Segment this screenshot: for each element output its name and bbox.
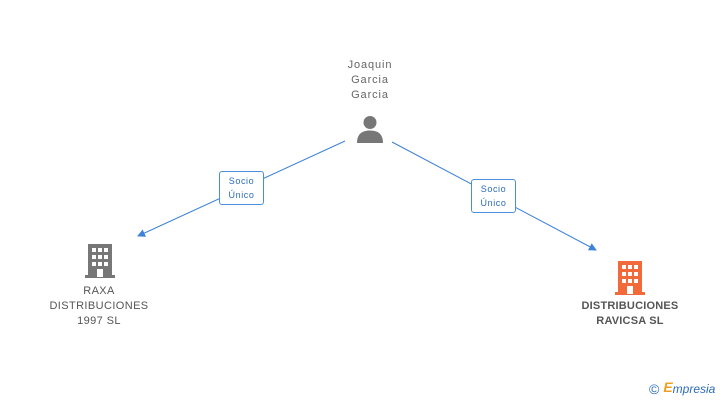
edge-label-line: Único <box>480 198 507 208</box>
edge-label-line: Socio <box>480 184 507 194</box>
company-node-raxa[interactable]: RAXA DISTRIBUCIONES 1997 SL <box>40 284 158 329</box>
edge-label-line: Socio <box>228 176 255 186</box>
company-name-line: RAVICSA SL <box>596 315 664 327</box>
edge-label-socio-unico: Socio Único <box>219 171 264 205</box>
company-name-line: RAXA <box>83 285 115 297</box>
company-name-line: DISTRIBUCIONES <box>581 300 679 312</box>
building-icon[interactable] <box>83 242 117 278</box>
person-icon[interactable] <box>355 114 385 144</box>
brand-name: mpresia <box>672 381 716 396</box>
person-name-line: Garcia <box>351 89 389 101</box>
building-icon[interactable] <box>613 259 647 295</box>
company-node-ravicsa[interactable]: DISTRIBUCIONES RAVICSA SL <box>565 299 695 329</box>
person-name-line: Garcia <box>351 74 389 86</box>
copyright-icon: © <box>649 380 660 397</box>
edge-label-line: Único <box>228 190 255 200</box>
empresia-watermark[interactable]: ©Empresia <box>649 379 715 399</box>
company-name-line: 1997 SL <box>77 315 121 327</box>
brand-e-letter: E <box>663 379 673 395</box>
edge-label-socio-unico: Socio Único <box>471 179 516 213</box>
person-node-joaquin-garcia[interactable]: Joaquin Garcia Garcia <box>318 58 422 103</box>
company-name-line: DISTRIBUCIONES <box>49 300 149 312</box>
person-name-line: Joaquin <box>347 59 393 71</box>
